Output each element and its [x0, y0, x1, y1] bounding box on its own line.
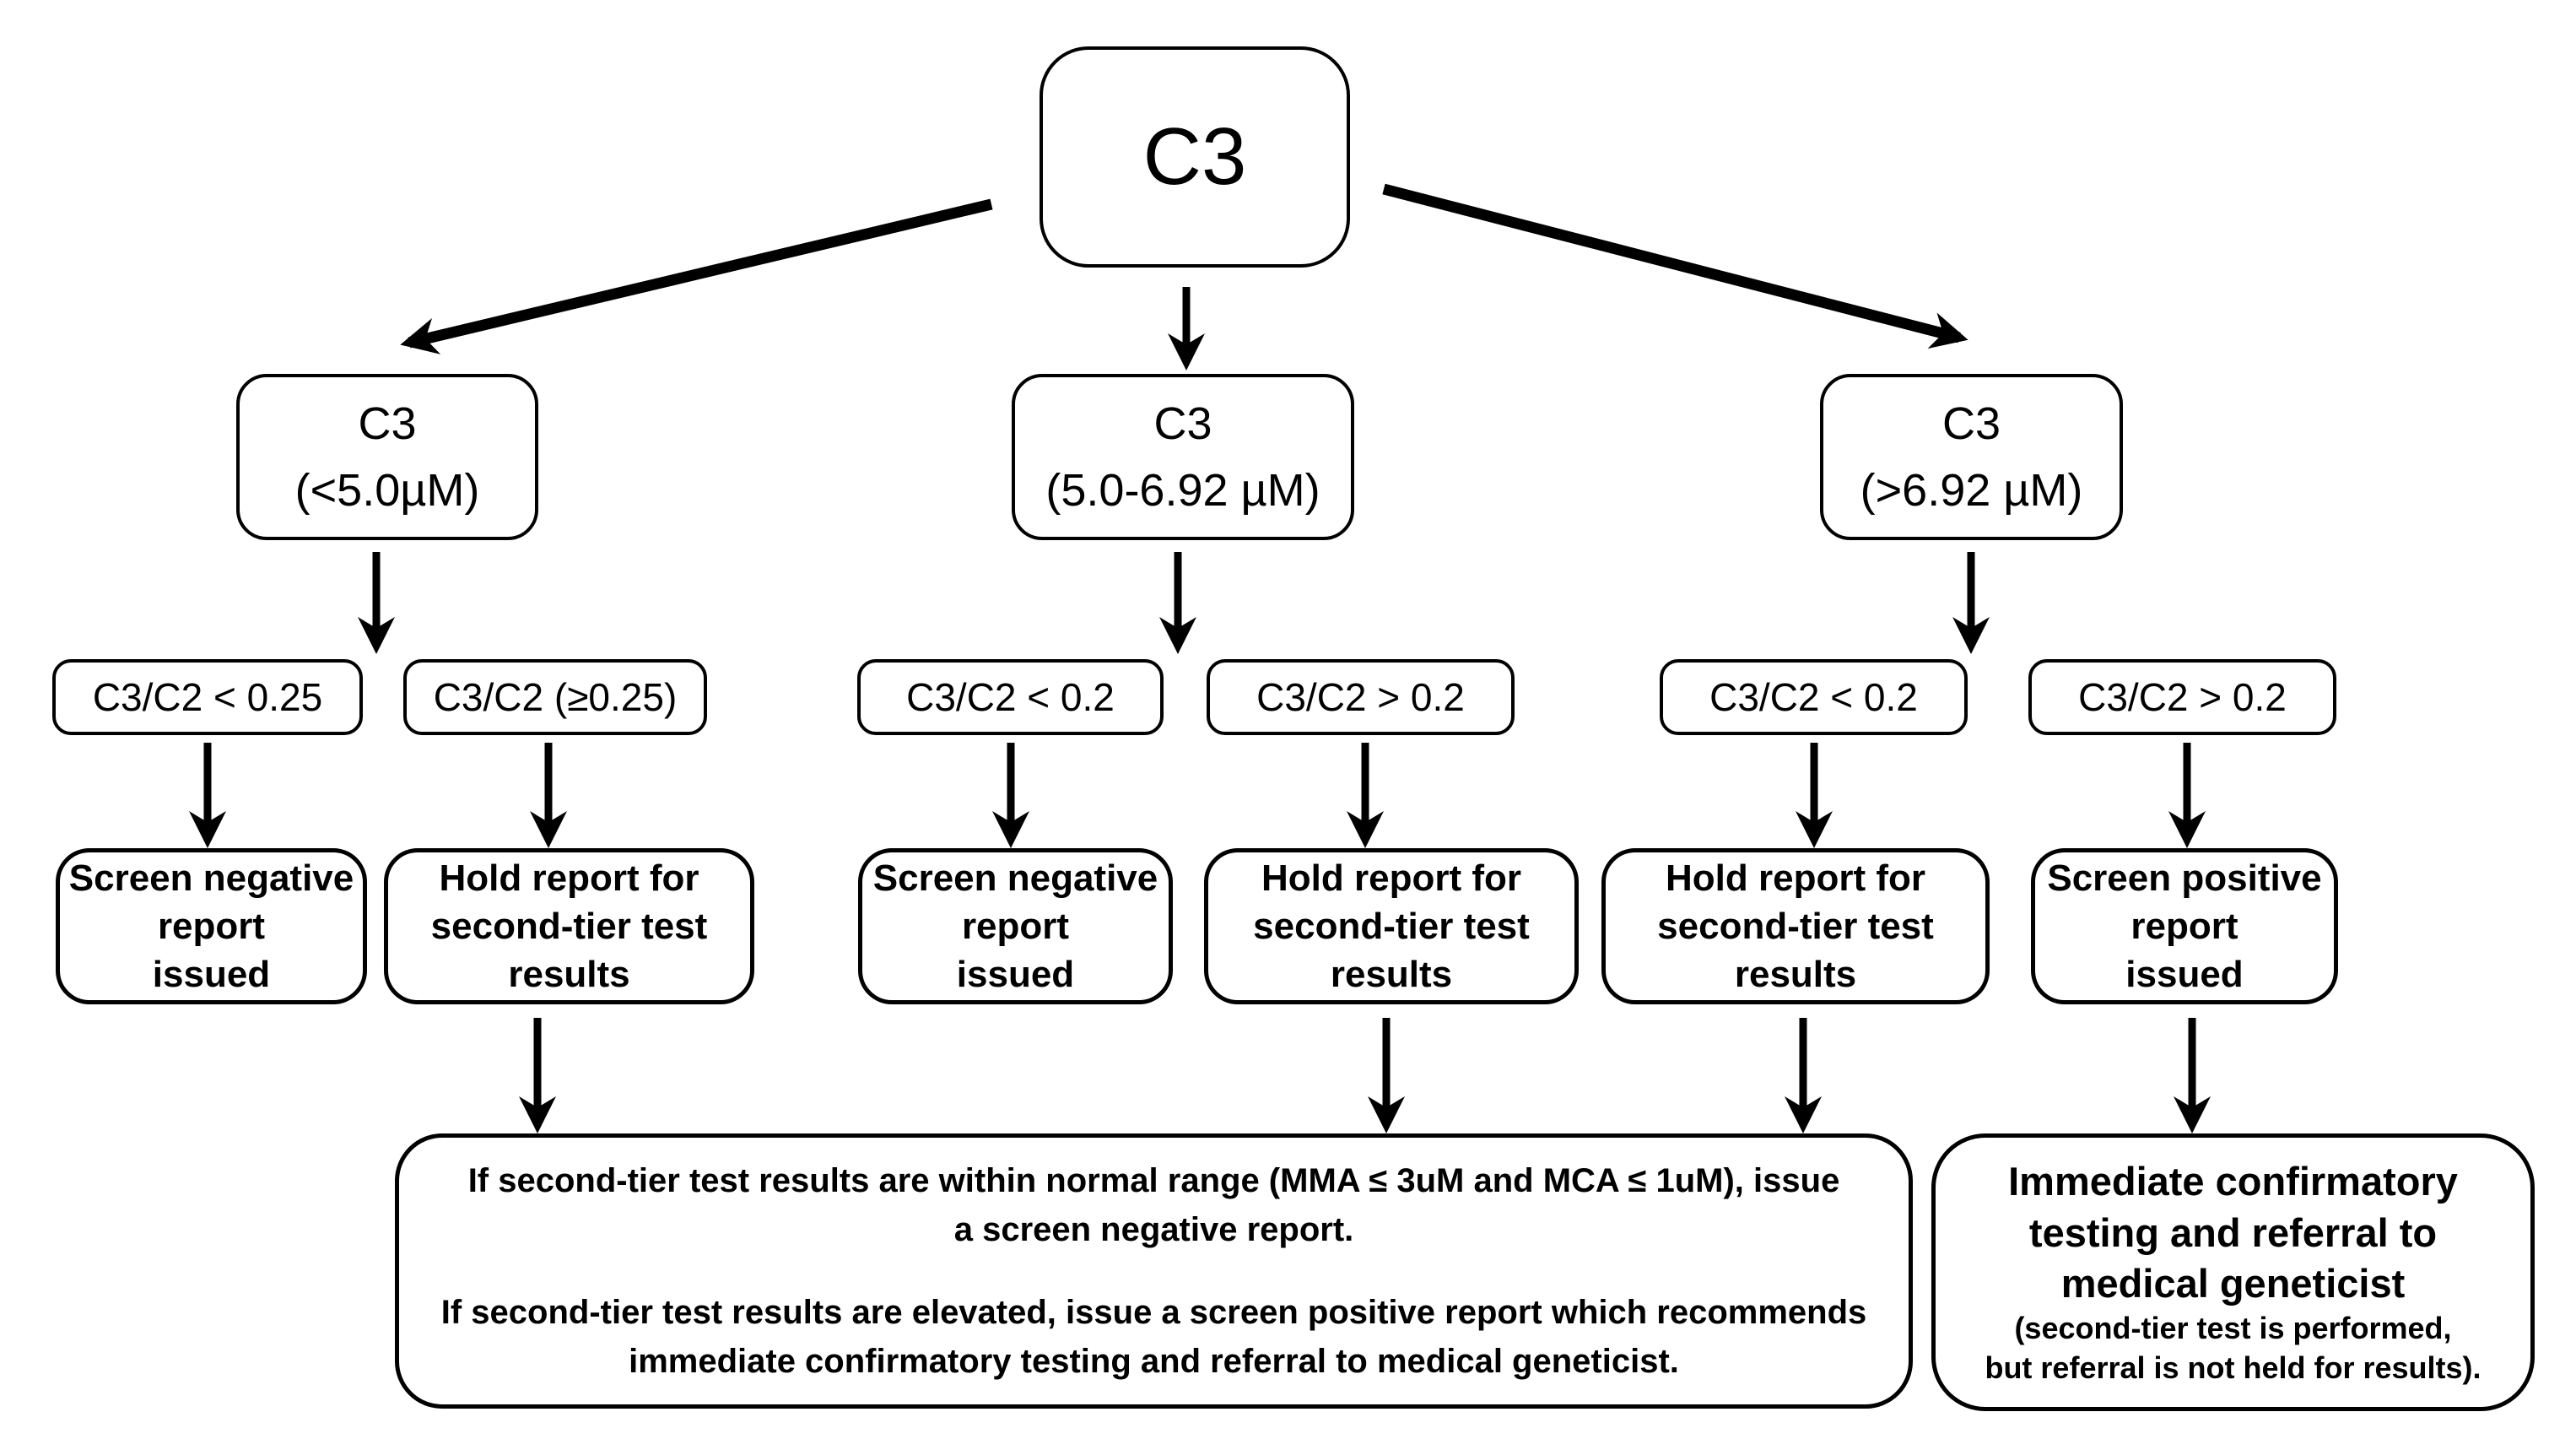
- node-c3-root: C3: [1040, 46, 1350, 268]
- node-ratio-mid-negative: C3/C2 < 0.2: [857, 659, 1164, 735]
- node-screen-negative-2: Screen negative report issued: [858, 848, 1173, 1004]
- second-tier-normal-range-text: If second-tier test results are within n…: [467, 1162, 1840, 1248]
- arrow-root-to-high: [1382, 183, 1968, 349]
- node-hold-report-2: Hold report for second-tier test results: [1204, 848, 1579, 1004]
- node-ratio-high-negative: C3/C2 < 0.2: [1660, 659, 1968, 735]
- node-screen-positive: Screen positive report issued: [2031, 848, 2338, 1004]
- arrow-root-to-low: [400, 198, 993, 354]
- node-ratio-mid-positive: C3/C2 > 0.2: [1207, 659, 1515, 735]
- second-tier-elevated-text: If second-tier test results are elevated…: [440, 1294, 1867, 1380]
- confirmatory-note-text: (second-tier test is performed, but refe…: [1985, 1310, 2481, 1385]
- node-c3-high-range: C3 (>6.92 µM): [1820, 374, 2123, 540]
- node-ratio-low-negative: C3/C2 < 0.25: [52, 659, 363, 735]
- node-c3-mid-range: C3 (5.0-6.92 µM): [1012, 374, 1354, 540]
- node-hold-report-1: Hold report for second-tier test results: [384, 848, 754, 1004]
- node-c3-low-range: C3 (<5.0µM): [236, 374, 538, 540]
- node-ratio-high-positive: C3/C2 > 0.2: [2028, 659, 2336, 735]
- node-ratio-low-positive: C3/C2 (≥0.25): [403, 659, 707, 735]
- node-hold-report-3: Hold report for second-tier test results: [1601, 848, 1990, 1004]
- node-second-tier-instructions: If second-tier test results are within n…: [395, 1133, 1913, 1409]
- confirmatory-main-text: Immediate confirmatory testing and refer…: [2008, 1159, 2458, 1306]
- node-immediate-confirmatory: Immediate confirmatory testing and refer…: [1931, 1133, 2535, 1411]
- node-screen-negative-1: Screen negative report issued: [56, 848, 367, 1004]
